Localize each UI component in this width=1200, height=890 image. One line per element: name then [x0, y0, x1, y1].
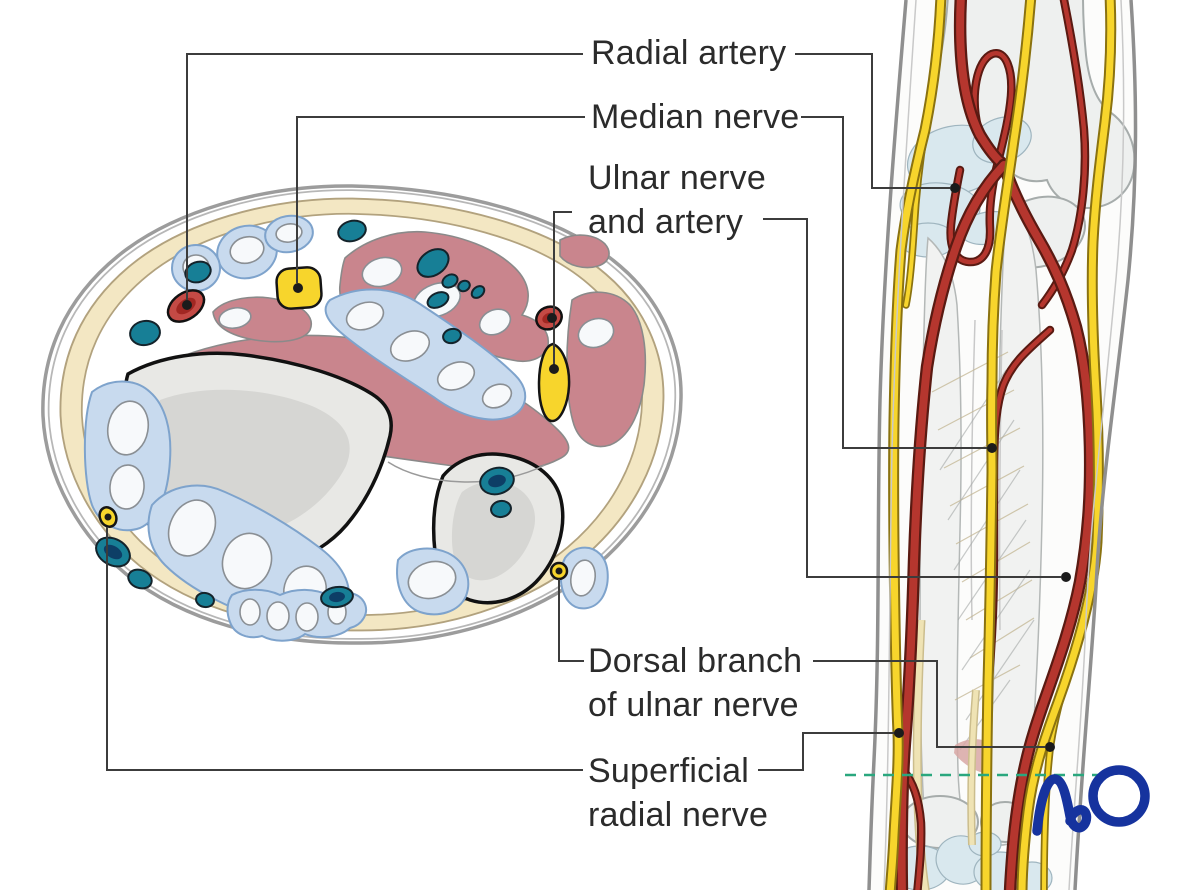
interosseous-line	[387, 461, 546, 483]
arm-contours	[867, 0, 1138, 890]
leader-dorsal-left	[558, 579, 584, 662]
ecu-sheath	[559, 546, 609, 610]
superficial-radial-nerve-section	[98, 506, 118, 528]
leader-superficial-right	[758, 732, 894, 771]
leader-lines	[106, 53, 1071, 771]
ao-logo	[1032, 765, 1150, 836]
ulnar-nerve-section	[537, 342, 571, 423]
label-median-nerve: Median nerve	[591, 98, 800, 136]
label-dorsal-branch: Dorsal branch of ulnar nerve	[588, 642, 803, 724]
leader-radial-right	[795, 53, 950, 189]
leader-superficial-left	[106, 527, 583, 771]
ao-logo-a	[1032, 774, 1092, 836]
wrist-cross-section	[41, 184, 683, 645]
leader-median-right	[801, 116, 987, 449]
leader-radial-left	[186, 53, 583, 300]
label-ulnar-nerve-artery: Ulnar nerve and artery	[588, 159, 766, 241]
dorsal-branch-section	[549, 561, 569, 581]
flexor-tendon-chain	[324, 288, 527, 421]
interosseous-membrane-line	[970, 319, 976, 621]
forearm-illustration	[845, 0, 1150, 890]
radial-side-sheaths	[83, 380, 172, 532]
interosseous-membrane-line	[998, 329, 1003, 631]
leader-ulnar-right	[763, 218, 1061, 578]
ao-logo-o	[1088, 765, 1150, 827]
label-radial-artery: Radial artery	[591, 34, 787, 72]
ulna-bone	[431, 452, 565, 605]
veins	[95, 219, 515, 609]
label-superficial-radial: Superficial radial nerve	[588, 752, 769, 834]
leader-dorsal-right	[813, 660, 1045, 748]
leader-median-left	[296, 116, 585, 283]
dorsal-sheath-mid	[396, 547, 470, 616]
